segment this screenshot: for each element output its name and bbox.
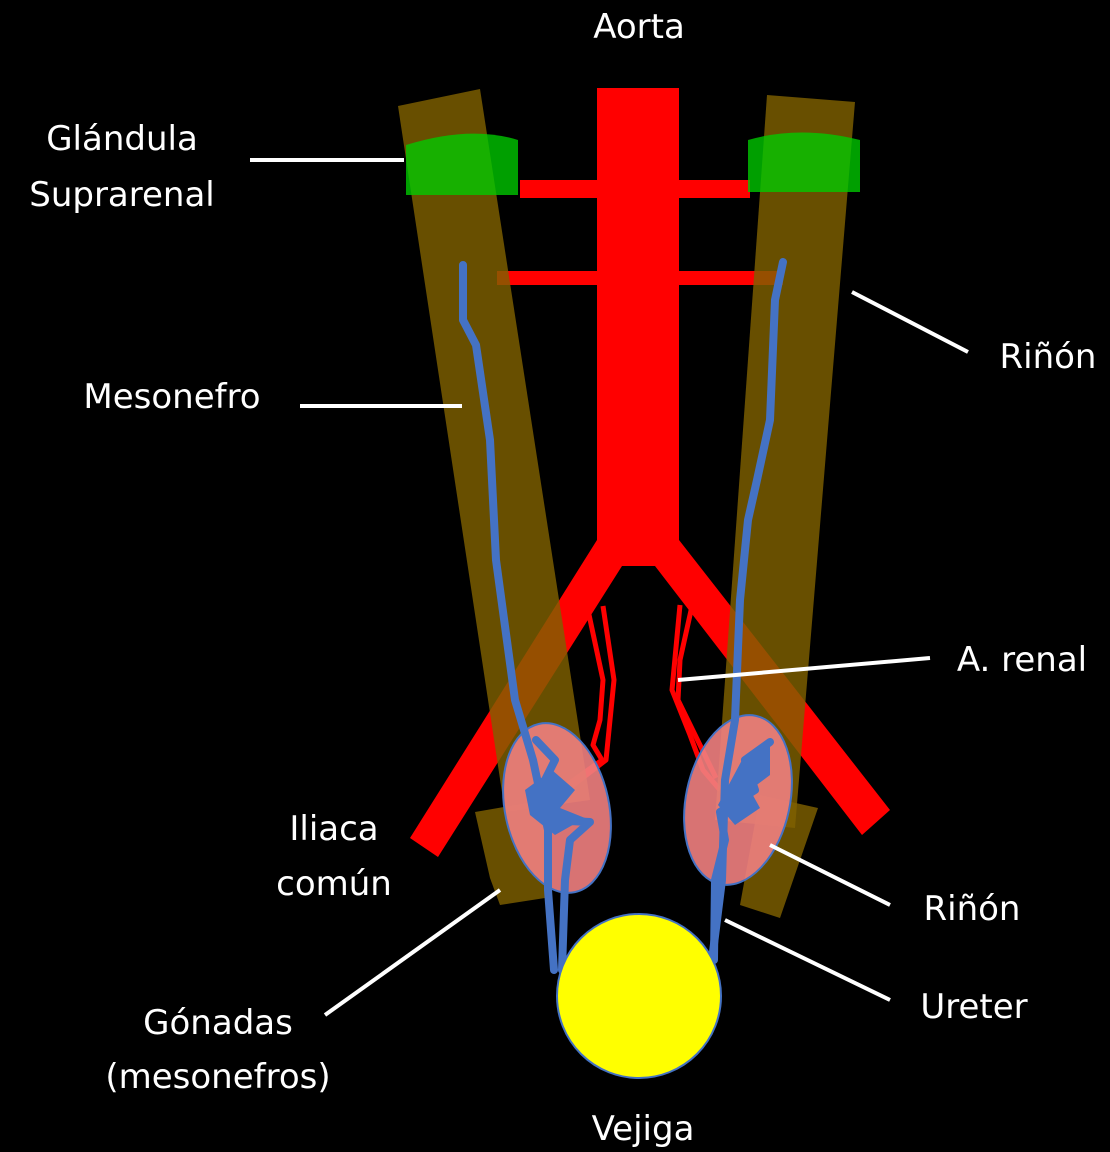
label-iliaca-line1: Iliaca — [289, 809, 378, 849]
label-aorta: Aorta — [593, 7, 685, 47]
bladder — [557, 914, 721, 1078]
aorta-trunk — [597, 88, 679, 540]
label-glandula-line1: Glándula — [46, 119, 198, 159]
label-rinon-top: Riñón — [1000, 337, 1097, 377]
renal-artery-branch-upper — [497, 271, 783, 285]
label-iliaca-line2: común — [276, 864, 392, 904]
label-a-renal: A. renal — [957, 640, 1087, 680]
label-gonadas-line1: Gónadas — [143, 1003, 293, 1043]
label-gonadas-line2: (mesonefros) — [105, 1057, 330, 1097]
label-ureter: Ureter — [920, 987, 1027, 1027]
label-rinon-bottom: Riñón — [924, 889, 1021, 929]
left-adrenal-gland — [406, 134, 518, 195]
label-glandula-line2: Suprarenal — [29, 175, 215, 215]
right-adrenal-gland — [748, 133, 860, 193]
label-mesonefro: Mesonefro — [83, 377, 260, 417]
suprarenal-artery-branch — [520, 180, 750, 198]
label-vejiga: Vejiga — [592, 1109, 695, 1149]
